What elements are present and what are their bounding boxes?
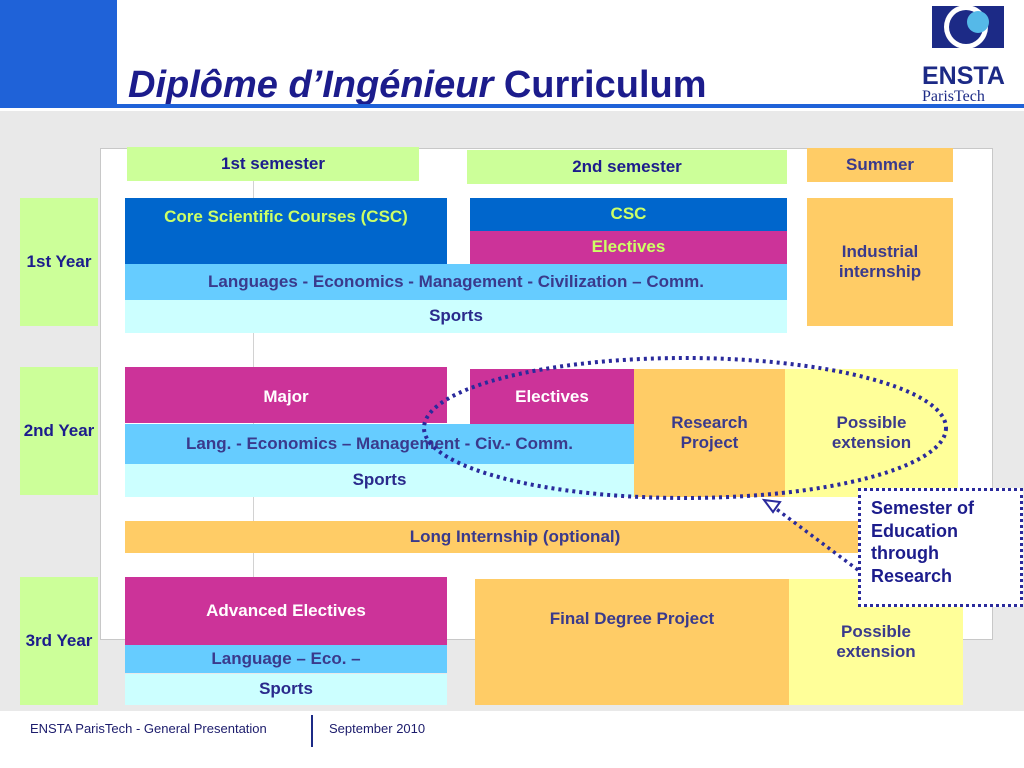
header-divider <box>0 104 1024 108</box>
language-row-y3: Language – Eco. – <box>125 645 447 673</box>
page-title: Diplôme d’Ingénieur Curriculum <box>128 64 707 107</box>
sports-row-y3: Sports <box>125 674 447 705</box>
semester-2-header: 2nd semester <box>467 150 787 184</box>
long-internship: Long Internship (optional) <box>125 521 905 553</box>
summer-header: Summer <box>807 148 953 182</box>
callout-box: Semester of Education through Research <box>858 488 1023 607</box>
final-degree-project: Final Degree Project <box>475 579 789 705</box>
footer-separator <box>311 715 313 747</box>
footer-right: September 2010 <box>329 721 426 736</box>
sports-row-y1: Sports <box>125 300 787 333</box>
brand-corner-block <box>0 0 117 104</box>
languages-row-y2: Lang. - Economics – Management - Civ.- C… <box>125 424 634 464</box>
semester-1-header: 1st semester <box>127 147 419 181</box>
year-3-label: 3rd Year <box>20 577 98 705</box>
core-scientific-courses: Core Scientific Courses (CSC) <box>125 198 447 264</box>
year-2-label: 2nd Year <box>20 367 98 495</box>
industrial-internship: Industrial internship <box>807 198 953 326</box>
callout-arrow-head <box>761 498 782 514</box>
footer-left: ENSTA ParisTech - General Presentation <box>30 721 267 736</box>
logo-subname: ParisTech <box>922 88 985 105</box>
logo-mark-icon <box>932 5 1004 49</box>
electives-block-y2: Electives <box>470 369 634 425</box>
languages-row-y1: Languages - Economics - Management - Civ… <box>125 264 787 300</box>
sports-row-y2: Sports <box>125 464 634 497</box>
title-italic: Diplôme d’Ingénieur <box>128 64 494 106</box>
csc-block: CSC <box>470 198 787 231</box>
logo-name: ENSTA <box>922 62 1005 90</box>
research-project: Research Project <box>634 369 785 497</box>
research-semester-ellipse <box>422 356 948 500</box>
year-1-label: 1st Year <box>20 198 98 326</box>
ensta-logo <box>916 2 1020 108</box>
callout-arrow-line <box>773 506 860 572</box>
advanced-electives: Advanced Electives <box>125 577 447 645</box>
electives-block-y1: Electives <box>470 231 787 264</box>
major-block: Major <box>125 367 447 423</box>
title-rest: Curriculum <box>503 64 707 106</box>
